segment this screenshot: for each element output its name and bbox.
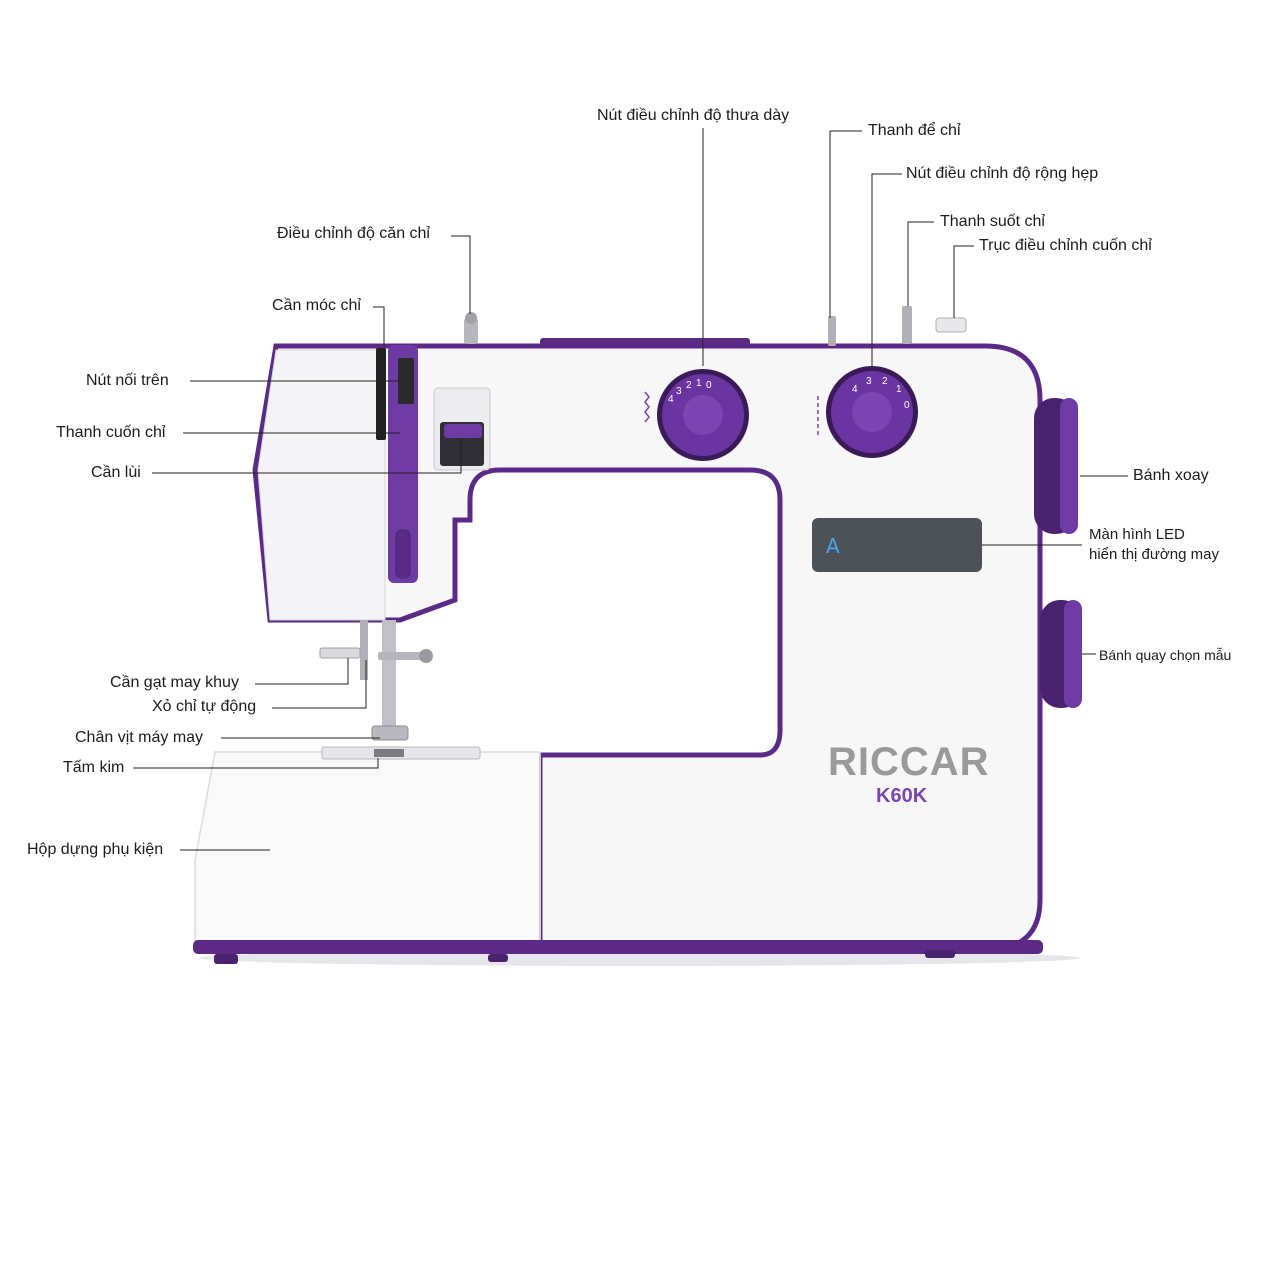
sl-num-3: 3 [676,386,682,397]
label-bobbin-winder-stopper: Trục điều chỉnh cuốn chỉ [979,237,1152,254]
sl-num-1: 1 [696,378,702,389]
sw-num-0: 0 [904,400,910,411]
label-stitch-width-knob: Nút điều chỉnh độ rộng hẹp [906,165,1099,182]
take-up-window [398,358,414,404]
handwheel-rim [1060,398,1078,534]
thread-guide-shape [388,345,418,583]
leader-needle-plate [133,758,379,769]
leader-tension [451,235,471,314]
sl-num-0: 0 [706,380,712,391]
label-auto-threader: Xỏ chỉ tự động [152,698,257,715]
label-stitch-length-knob: Nút điều chỉnh độ thưa dày [597,107,790,124]
arm-opening [480,520,700,755]
tension-cap [465,312,477,324]
sw-num-1: 1 [896,384,902,395]
label-top-connector: Nút nối trên [86,372,169,389]
label-presser-foot: Chân vịt máy may [75,729,204,746]
label-led-display-1: Màn hình LED [1089,526,1185,543]
sw-num-2: 2 [882,376,888,387]
label-pattern-selector: Bánh quay chọn mẫu [1099,647,1232,663]
head-left-panel [257,349,386,621]
leader-stitch-width [871,173,902,366]
label-led-display-2: hiển thị đường may [1089,546,1219,563]
sl-num-2: 2 [686,380,692,391]
foot-screw-knob [419,649,433,663]
led-panel [812,518,982,572]
guide-notch [395,529,411,579]
foot-left [214,954,238,964]
model-name: K60K [876,785,928,807]
stitch-width-numbers: 4 3 2 1 0 [838,374,918,411]
label-needle-plate: Tấm kim [63,759,125,776]
bobbin-pin-shape [902,306,912,344]
bobbin-stopper-shape [935,317,967,333]
led-display-char: A [826,534,840,558]
label-take-up-lever: Cần móc chỉ [272,297,361,314]
label-handwheel: Bánh xoay [1133,467,1209,484]
leader-threader [272,660,367,709]
leader-bobbin-stopper [953,245,974,318]
label-thread-tension: Điều chỉnh độ căn chỉ [277,225,430,242]
leader-reverse [152,438,462,474]
leader-take-up [373,306,385,346]
brand-logo: RICCAR [828,740,990,784]
stitch-length-dial [657,369,749,461]
leader-buttonhole [255,658,349,685]
stitch-width-dial [826,366,918,458]
reverse-lever-shape [444,424,482,438]
leader-lines [133,128,1128,851]
label-buttonhole-lever: Cần gạt may khuy [110,674,239,691]
sw-num-4: 4 [852,384,858,395]
stitch-length-numbers: 0 1 2 3 4 [664,376,744,405]
feed-dogs [374,749,404,757]
sl-num-4: 4 [668,394,674,405]
foot-right [925,950,955,958]
top-cover [540,338,750,348]
needle-bar [382,620,396,730]
foot-mid [488,954,508,962]
label-thread-guide-bar: Thanh cuốn chỉ [56,424,166,441]
leader-bobbin-pin [907,221,934,306]
label-reverse-lever: Cần lùi [91,464,141,481]
label-bobbin-winder-pin: Thanh suốt chỉ [940,213,1045,230]
foot-screw-bar [378,652,423,660]
take-up-slot [376,348,386,440]
base-strip [193,940,1043,954]
spool-pin-shape [828,316,836,346]
machine-body [252,343,1043,953]
tension-post [464,318,478,344]
pattern-wheel-rim [1064,600,1082,708]
label-accessory-box: Hộp dựng phụ kiện [27,841,164,858]
label-spool-pin: Thanh để chỉ [868,122,961,139]
presser-foot-shape [371,725,409,741]
threader-arm [319,647,361,659]
leader-spool-pin [829,130,862,318]
zigzag-symbol [644,391,650,423]
sw-num-3: 3 [866,376,872,387]
presser-bar [360,620,368,680]
